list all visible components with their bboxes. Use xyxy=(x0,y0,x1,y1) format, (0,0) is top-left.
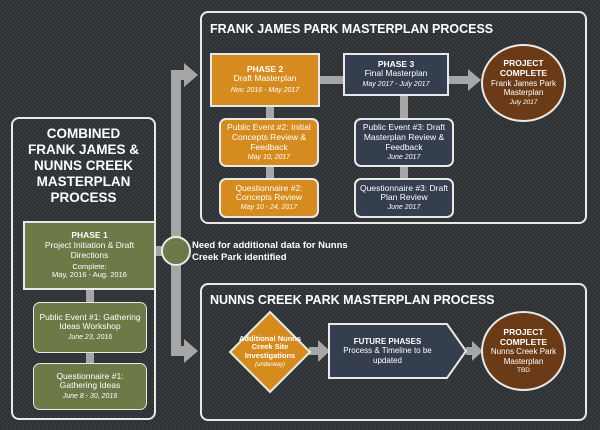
public-event-3-box[interactable]: Public Event #3: Draft Masterplan Review… xyxy=(354,118,454,167)
phase1-heading: PHASE 1 xyxy=(71,230,108,241)
phase2-box[interactable]: PHASE 2 Draft Masterplan Nov. 2016 - May… xyxy=(210,53,320,107)
phase2-heading: PHASE 2 xyxy=(246,63,284,74)
questionnaire-3-date: June 2017 xyxy=(387,204,421,212)
nunns-creek-complete-date: TBD xyxy=(517,366,530,374)
connector-note: Need for additional data for Nunns Creek… xyxy=(192,240,348,263)
public-event-1-name: Public Event #1: Gathering Ideas Worksho… xyxy=(39,311,141,332)
questionnaire-1-name: Questionnaire #1: Gathering Ideas xyxy=(56,370,124,391)
investigations-name: Additional Nunns Creek Site Investigatio… xyxy=(238,333,302,360)
arrow-future-complete xyxy=(466,341,483,361)
frank-james-complete-name: Frank James Park Masterplan xyxy=(491,78,556,98)
phase3-dates: May 2017 - July 2017 xyxy=(362,81,430,89)
phase1-dates: May, 2016 - Aug. 2016 xyxy=(52,270,127,280)
phase3-name: Final Masterplan xyxy=(364,68,428,79)
public-event-2-box[interactable]: Public Event #2: Initial Concepts Review… xyxy=(219,118,319,167)
frank-james-complete-circle[interactable]: PROJECT COMPLETE Frank James Park Master… xyxy=(481,44,566,122)
nunns-creek-panel xyxy=(200,283,587,421)
public-event-2-date: May 10, 2017 xyxy=(247,153,291,161)
public-event-3-date: June 2017 xyxy=(387,153,421,161)
questionnaire-2-date: May 10 - 24, 2017 xyxy=(240,204,298,212)
phase1-status: Complete: xyxy=(72,261,107,271)
future-phases-box[interactable]: FUTURE PHASES Process & Timeline to be u… xyxy=(330,325,445,377)
nunns-creek-complete-name: Nunns Creek Park Masterplan xyxy=(490,347,557,366)
combined-title-line: FRANK JAMES & xyxy=(27,142,139,157)
frank-james-complete-date: July 2017 xyxy=(509,99,538,107)
questionnaire-1-box[interactable]: Questionnaire #1: Gathering Ideas June 8… xyxy=(33,363,147,410)
combined-title-line: MASTERPLAN xyxy=(36,174,131,189)
combined-title-line: NUNNS CREEK xyxy=(33,158,133,173)
arrow-to-frank-james xyxy=(184,63,198,87)
connector-trunk xyxy=(171,75,181,351)
future-phases-shape xyxy=(328,323,468,379)
future-phases-name: Process & Timeline to be updated xyxy=(343,346,432,365)
public-event-1-date: June 23, 2016 xyxy=(67,334,113,342)
connector-node xyxy=(161,236,191,266)
investigations-box[interactable]: Additional Nunns Creek Site Investigatio… xyxy=(238,328,302,376)
nunns-creek-complete-circle[interactable]: PROJECT COMPLETE Nunns Creek Park Master… xyxy=(481,311,566,391)
questionnaire-3-box[interactable]: Questionnaire #3: Draft Plan Review June… xyxy=(354,178,454,218)
phase3-heading: PHASE 3 xyxy=(377,58,415,69)
public-event-3-name: Public Event #3: Draft Masterplan Review… xyxy=(362,122,446,152)
future-phases-heading: FUTURE PHASES xyxy=(353,337,422,347)
frank-james-panel xyxy=(200,11,587,224)
frank-james-title: FRANK JAMES PARK MASTERPLAN PROCESS xyxy=(210,22,494,36)
questionnaire-3-name: Questionnaire #3: Draft Plan Review xyxy=(360,182,448,203)
nunns-creek-title: NUNNS CREEK PARK MASTERPLAN PROCESS xyxy=(210,293,495,307)
questionnaire-1-date: June 8 - 30, 2016 xyxy=(62,393,118,401)
arrow-phase3-complete xyxy=(448,69,481,91)
frank-james-complete-heading: PROJECT COMPLETE xyxy=(499,58,548,79)
questionnaire-2-name: Questionnaire #2: Concepts Review xyxy=(235,182,303,203)
public-event-2-name: Public Event #2: Initial Concepts Review… xyxy=(227,122,311,152)
arrow-investigations-future xyxy=(309,340,330,362)
public-event-1-box[interactable]: Public Event #1: Gathering Ideas Worksho… xyxy=(33,302,147,353)
phase3-box[interactable]: PHASE 3 Final Masterplan May 2017 - July… xyxy=(343,53,449,96)
combined-title-line: PROCESS xyxy=(50,190,117,205)
questionnaire-2-box[interactable]: Questionnaire #2: Concepts Review May 10… xyxy=(219,178,319,218)
arrow-to-nunns-creek xyxy=(184,339,198,363)
phase1-box[interactable]: PHASE 1 Project Initiation & Draft Direc… xyxy=(23,221,156,290)
phase2-dates: Nov. 2016 - May 2017 xyxy=(230,87,300,95)
combined-title: COMBINED FRANK JAMES & NUNNS CREEK MASTE… xyxy=(13,126,154,206)
investigations-status: (underway) xyxy=(254,362,285,369)
nunns-creek-complete-heading: PROJECT COMPLETE xyxy=(499,326,548,347)
combined-title-line: COMBINED xyxy=(46,126,121,141)
phase1-name: Project Initiation & Draft Directions xyxy=(44,239,135,260)
phase2-name: Draft Masterplan xyxy=(233,73,297,84)
investigations-diamond-shape xyxy=(228,310,312,394)
